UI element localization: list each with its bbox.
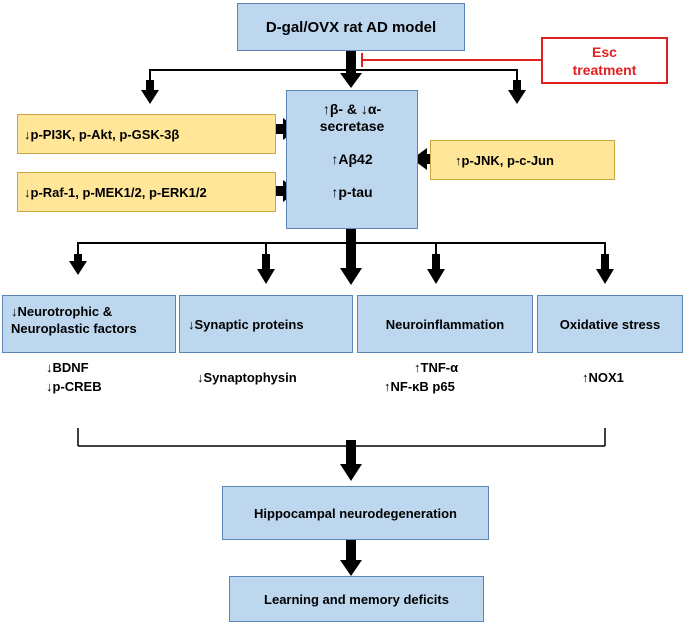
signal-box-pi3k: ↓p-PI3K, p-Akt, p-GSK-3β [17,114,276,154]
markers-synaptic: ↓Synaptophysin [197,368,297,387]
final-box: Learning and memory deficits [229,576,484,622]
category-box-neuroinflammation: Neuroinflammation [357,295,533,353]
markers-neurotrophic: ↓BDNF ↓p-CREB [46,358,102,396]
arrow-to-category-3 [427,254,445,284]
secretase-line-1: ↑β- & ↓α- [322,101,382,117]
category-box-oxidative: Oxidative stress [537,295,683,353]
category-title-line: ↓Synaptic proteins [188,316,304,332]
arrow-to-category-1 [69,254,87,275]
category-title-line: Neuroinflammation [385,316,505,332]
category-box-neurotrophic: ↓Neurotrophic & Neuroplastic factors [2,295,176,353]
marker-synaptophysin: ↓Synaptophysin [197,370,297,385]
center-box: ↑β- & ↓α- secretase ↑Aβ42 ↑p-tau [286,90,418,229]
outcome-label: Hippocampal neurodegeneration [254,505,457,521]
signal-box-raf: ↓p-Raf-1, p-MEK1/2, p-ERK1/2 [17,172,276,212]
arrow-to-category-2 [257,254,275,284]
marker-bdnf: ↓BDNF [46,360,89,375]
arrow-to-category-4 [596,254,614,284]
treatment-line-2: treatment [572,61,637,78]
signal-label: ↑p-JNK, p-c-Jun [455,152,554,168]
category-title-line: ↓Neurotrophic & [11,304,113,319]
marker-tnf: ↑TNF-α [414,360,459,375]
model-label: D-gal/OVX rat AD model [265,18,437,36]
arrow-model-to-center [340,51,362,88]
treatment-line-1: Esc [592,43,617,60]
marker-pcreb: ↓p-CREB [46,379,102,394]
outcome-box: Hippocampal neurodegeneration [222,486,489,540]
secretase-line-2: secretase [319,118,385,134]
final-label: Learning and memory deficits [264,591,449,607]
signal-label: ↓p-Raf-1, p-MEK1/2, p-ERK1/2 [24,184,207,200]
model-box: D-gal/OVX rat AD model [237,3,465,51]
arrow-to-final [340,540,362,576]
arrow-to-left-signals [141,80,159,104]
signal-box-jnk: ↑p-JNK, p-c-Jun [430,140,615,180]
arrow-center-down [340,228,362,285]
arrow-to-outcome [340,440,362,481]
marker-nox1: ↑NOX1 [582,370,624,385]
category-box-synaptic: ↓Synaptic proteins [179,295,353,353]
marker-nfkb: ↑NF-κB p65 [384,379,455,394]
arrow-to-right-signal [508,80,526,104]
markers-oxidative: ↑NOX1 [582,368,624,387]
signal-label: ↓p-PI3K, p-Akt, p-GSK-3β [24,126,180,142]
category-title-line: Oxidative stress [559,316,661,332]
ptau-label: ↑p-tau [331,184,373,200]
treatment-box: Esc treatment [541,37,668,84]
category-title-line: Neuroplastic factors [11,321,137,336]
abeta-label: ↑Aβ42 [331,151,373,167]
markers-neuroinflammation: ↑TNF-α ↑NF-κB p65 [384,358,458,396]
